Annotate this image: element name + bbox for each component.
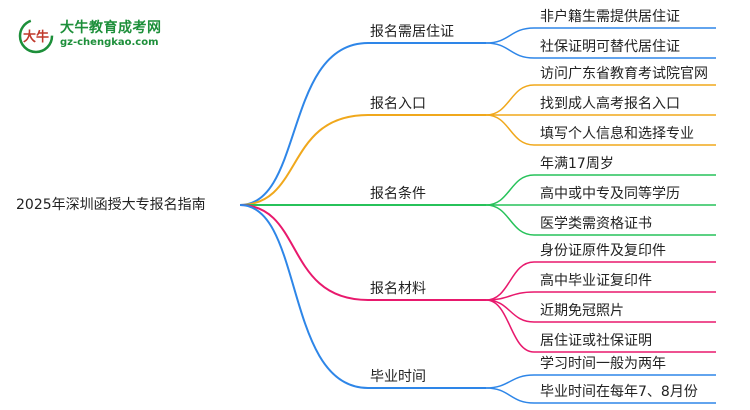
leaf-connector [485,42,535,59]
branch-label: 报名材料 [370,281,426,297]
leaf-label: 毕业时间在每年7、8月份 [540,384,698,400]
leaf-label: 高中或中专及同等学历 [540,186,680,202]
leaf-label: 访问广东省教育考试院官网 [540,66,708,82]
logo-title: 大牛教育成考网 [60,20,162,36]
leaf-label: 身份证原件及复印件 [540,243,666,259]
site-logo: 大牛 大牛教育成考网 gz-chengkao.com [14,14,174,56]
leaf-connector [485,374,535,389]
leaf-connector [485,299,535,353]
leaf-label: 近期免冠照片 [540,303,624,319]
svg-text:大牛: 大牛 [23,29,49,45]
leaf-connector [485,27,535,44]
leaf-connector [485,114,535,146]
leaf-label: 年满17周岁 [540,156,614,172]
logo-mark-icon: 大牛 [18,18,54,54]
branch-connector [239,114,369,206]
branch-label: 报名入口 [370,96,426,112]
leaf-label: 社保证明可替代居住证 [540,39,680,55]
mindmap-root: 2025年深圳函授大专报名指南 [16,197,206,213]
leaf-connector [485,174,535,206]
branch-connector [239,204,369,389]
leaf-label: 非户籍生需提供居住证 [540,9,680,25]
leaf-label: 医学类需资格证书 [540,216,652,232]
branch-connector [239,204,369,301]
branch-label: 报名需居住证 [370,24,454,40]
branch-label: 毕业时间 [370,369,426,385]
leaf-connector [485,299,535,323]
leaf-connector [485,261,535,301]
leaf-connector [485,84,535,116]
leaf-label: 高中毕业证复印件 [540,273,652,289]
leaf-label: 学习时间一般为两年 [540,356,666,372]
leaf-connector [485,387,535,404]
leaf-label: 填写个人信息和选择专业 [540,126,694,142]
branch-connector [239,42,369,206]
leaf-connector [485,204,535,236]
leaf-label: 居住证或社保证明 [540,333,652,349]
branch-label: 报名条件 [370,186,426,202]
logo-url: gz-chengkao.com [60,37,159,48]
leaf-label: 找到成人高考报名入口 [540,96,680,112]
